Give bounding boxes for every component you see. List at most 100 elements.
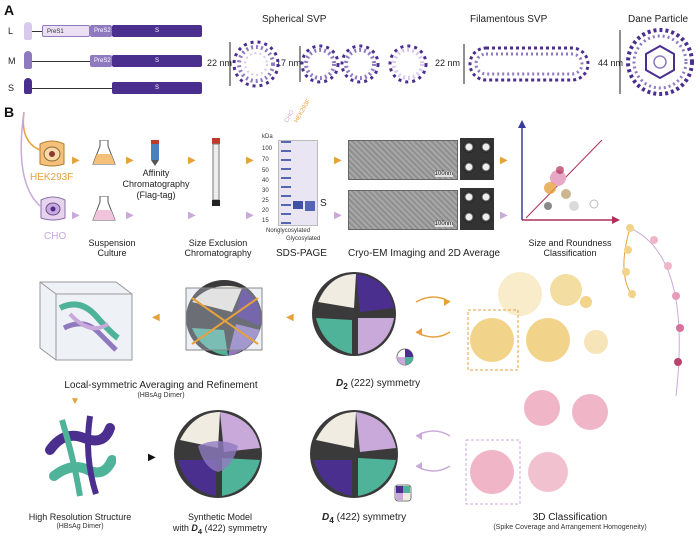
synth-rest: (422) symmetry (202, 523, 268, 533)
d4-symmetry-legend-icon (394, 484, 412, 502)
yellow-3d-classes (467, 272, 608, 371)
d2-symmetry-label: D2 (222) symmetry (336, 378, 420, 391)
gel-marker: 40 (262, 178, 269, 184)
gel-nonglycosylated-label: Nonglycosylated (266, 228, 311, 234)
d4-symmetry-label: D4 (422) symmetry (322, 512, 406, 525)
arrow-purple-3: ▶ (188, 210, 196, 221)
l-stalk-icon (24, 22, 32, 40)
d2-rest: (222) symmetry (347, 378, 421, 389)
row-label-m: M (8, 56, 16, 66)
synthetic-model-label: Synthetic Model (187, 512, 253, 522)
curved-arrows-d4 (415, 430, 451, 472)
flow-arrows-cells (20, 112, 41, 207)
s-s-segment: S (112, 82, 202, 94)
l-s-segment: S (112, 25, 202, 37)
arrow-orange-1: ▶ (72, 155, 80, 166)
d4-symmetry-map (310, 410, 398, 498)
cho-cell-icon (40, 196, 66, 221)
d4-d: D (322, 512, 330, 523)
gel-glycosylated-label: Glycosylated (286, 236, 321, 242)
arrow-purple-2: ▶ (126, 210, 134, 221)
gel-lane-cho: CHO (283, 109, 296, 124)
arrow-purple-4: ▶ (246, 210, 254, 221)
gel-kda-unit: kDa (262, 134, 273, 140)
arrow-orange-5: ▶ (334, 155, 342, 166)
gel-lane-hek293f: HEK293F (293, 98, 313, 124)
synthetic-model-sym: with D4 (422) symmetry (160, 523, 280, 536)
gel-marker: 70 (262, 157, 269, 163)
cryo-scale-bar-label: 100nm (434, 171, 453, 177)
gel-marker: 50 (262, 168, 269, 174)
flask-cho (92, 196, 116, 221)
row-label-s: S (8, 83, 15, 93)
size-44nm: 44 nm (598, 58, 624, 68)
class-average (463, 191, 475, 203)
arrow-purple-6: ▶ (500, 210, 508, 221)
arrow-black-right: ▶ (148, 452, 156, 463)
flask-hek293f (92, 140, 116, 165)
filamentous-svp-title: Filamentous SVP (470, 14, 548, 25)
class-averages-cho (460, 188, 494, 230)
d4-sub: 4 (329, 515, 334, 525)
spherical-svp-particles (229, 40, 428, 88)
high-res-structure (45, 415, 116, 497)
arrow-purple-5: ▶ (334, 210, 342, 221)
panel-b-letter: B (4, 104, 15, 120)
arrow-orange-left-1: ◀ (152, 312, 160, 323)
cryo-scale-bar-label: 100nm (434, 221, 453, 227)
size-22nm-filament: 22 nm (435, 58, 461, 68)
cryo-em-micrograph-cho: 100nm (348, 190, 458, 230)
gel-band-s-label: S (320, 198, 327, 209)
sds-page-title: SDS-PAGE (276, 248, 327, 259)
hires-label: High Resolution Structure (28, 512, 132, 522)
class3d-label: 3D Classification (532, 512, 608, 523)
l-pres1-segment: PreS1 (42, 25, 90, 37)
refinement-box-model (185, 280, 263, 356)
spherical-svp-title: Spherical SVP (262, 14, 327, 25)
sec-label: Size Exclusion Chromatography (184, 238, 252, 258)
row-label-l: L (8, 26, 14, 36)
class-average (463, 141, 475, 153)
arrow-orange-4: ▶ (246, 155, 254, 166)
class-average (480, 160, 492, 173)
hek293f-cell-icon (39, 140, 65, 167)
hires-sub: (HBsAg Dimer) (56, 523, 104, 530)
affinity-column-icon (151, 140, 159, 166)
d2-sub: 2 (343, 381, 348, 391)
l-pres2-segment: PreS2 (90, 25, 112, 37)
gel-marker: 30 (262, 188, 269, 194)
size-17nm: 17 nm (276, 58, 302, 68)
dane-particle-illustration (619, 28, 694, 96)
synth-with: with (172, 523, 192, 533)
class3d-sub: (Spike Coverage and Arrangement Homogene… (493, 524, 647, 531)
size-roundness-scatter (518, 120, 620, 224)
arrow-orange-2: ▶ (126, 155, 134, 166)
size-22nm-spherical: 22 nm (207, 58, 233, 68)
m-s-segment: S (112, 55, 202, 67)
local-sym-label: Local-symmetric Averaging and Refinement (64, 380, 258, 391)
local-symmetric-box (39, 281, 133, 361)
s-stalk-icon (24, 78, 32, 94)
size-roundness-label: Size and Roundness Classification (528, 238, 612, 258)
class-average (480, 141, 492, 153)
cho-label: CHO (44, 231, 67, 242)
d2-symmetry-legend-icon (396, 348, 414, 366)
gel-marker: 15 (262, 218, 269, 224)
panel-a-letter: A (4, 2, 15, 18)
class-average (480, 191, 492, 203)
s-line (32, 88, 112, 89)
cryo-em-label: Cryo-EM Imaging and 2D Average (348, 248, 501, 259)
classification-arc (622, 224, 684, 397)
dane-particle-title: Dane Particle (628, 14, 689, 25)
m-pres2-segment: PreS2 (90, 55, 112, 67)
m-line (32, 61, 90, 62)
arrow-purple-1: ▶ (72, 210, 80, 221)
synthetic-model (174, 410, 262, 498)
synth-sub: 4 (197, 526, 203, 536)
domain-diagram: L PreS1 PreS2 S M PreS2 S S S (8, 20, 208, 100)
l-line (32, 31, 42, 32)
arrow-orange-left-2: ◀ (286, 312, 294, 323)
m-stalk-icon (24, 51, 32, 69)
d2-d: D (336, 378, 344, 389)
arrow-orange-3: ▶ (188, 155, 196, 166)
